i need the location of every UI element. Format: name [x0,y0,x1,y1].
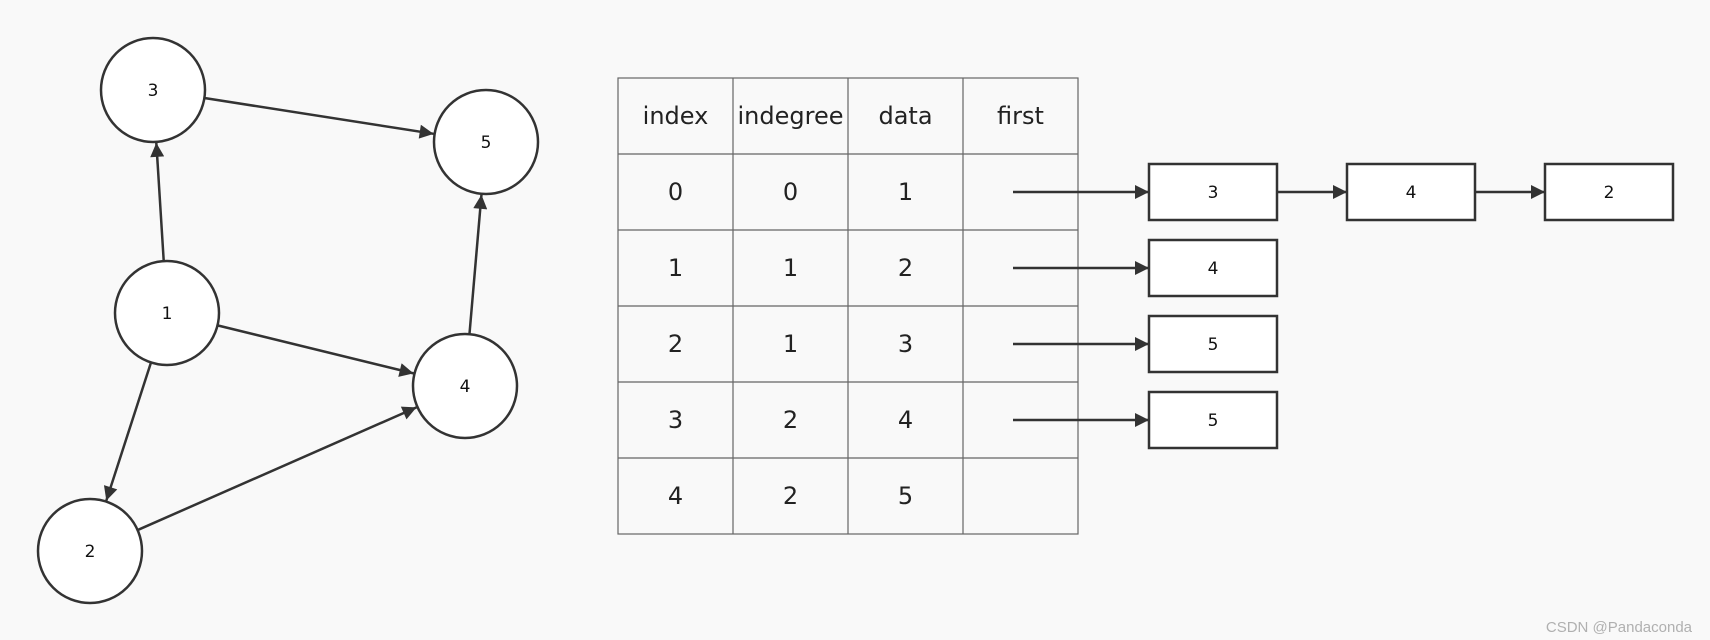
edge-1-to-4 [217,324,414,377]
table-row: 0 0 1 [668,178,913,206]
graph-node-4: 4 [411,332,519,440]
table-cell-index: 2 [668,330,683,358]
table-row: 2 1 3 [668,330,913,358]
table-cell-index: 4 [668,482,683,510]
list-node-label: 5 [1208,411,1219,431]
adjacency-list-0: 3 4 2 [1013,162,1675,222]
index-table: index indegree data first 0 0 1 1 1 2 2 1 3 3 2 4 4 2 5 [617,77,1079,535]
list-node-label: 4 [1208,259,1219,279]
graph-node-3: 3 [99,36,207,144]
node-label: 3 [148,81,159,101]
list-node-label: 4 [1406,183,1417,203]
table-header-index: index [643,102,709,130]
node-label: 4 [460,377,471,397]
edge-4-to-5 [468,194,488,335]
table-row: 3 2 4 [668,406,913,434]
table-cell-indegree: 1 [783,330,798,358]
table-cell-indegree: 2 [783,482,798,510]
node-circle [432,88,540,196]
edge-2-to-4 [137,406,417,532]
adjacency-list-1: 4 [1013,238,1279,298]
table-cell-index: 1 [668,254,683,282]
node-circle [113,259,221,367]
node-circle [99,36,207,144]
node-circle [411,332,519,440]
table-cell-indegree: 0 [783,178,798,206]
adjacency-lists: 3 4 2 4 5 5 [1013,162,1675,450]
table-cell-indegree: 2 [783,406,798,434]
table-cell-indegree: 1 [783,254,798,282]
node-label: 5 [481,133,492,153]
table-cell-index: 3 [668,406,683,434]
edge-3-to-5 [204,96,434,139]
list-node-box [1147,314,1279,374]
list-node-label: 5 [1208,335,1219,355]
table-cell-data: 4 [898,406,913,434]
table-cell-data: 1 [898,178,913,206]
edge-1-to-3 [150,142,165,262]
table-row: 1 1 2 [668,254,913,282]
table-header-first: first [997,102,1044,130]
table-cell-data: 5 [898,482,913,510]
table-header-data: data [878,102,932,130]
list-node-label: 2 [1604,183,1615,203]
table-cell-data: 2 [898,254,913,282]
graph-node-1: 1 [113,259,221,367]
table-header-indegree: indegree [738,102,844,130]
table-cell-data: 3 [898,330,913,358]
list-node-label: 3 [1208,183,1219,203]
list-node-box [1543,162,1675,222]
node-label: 2 [85,542,96,562]
watermark: CSDN @Pandaconda [1545,619,1692,636]
graph-node-2: 2 [36,497,144,605]
list-node-box [1147,162,1279,222]
edge-1-to-2 [103,362,153,501]
node-label: 1 [162,304,173,324]
graph-node-5: 5 [432,88,540,196]
list-node-box [1147,238,1279,298]
node-circle [36,497,144,605]
graph-edges [103,96,488,532]
adjacency-list-3: 5 [1013,390,1279,450]
table-cell-index: 0 [668,178,683,206]
adjacency-list-2: 5 [1013,314,1279,374]
list-node-box [1147,390,1279,450]
table-row: 4 2 5 [668,482,913,510]
graph-nodes: 1 2 3 4 5 [36,36,540,605]
